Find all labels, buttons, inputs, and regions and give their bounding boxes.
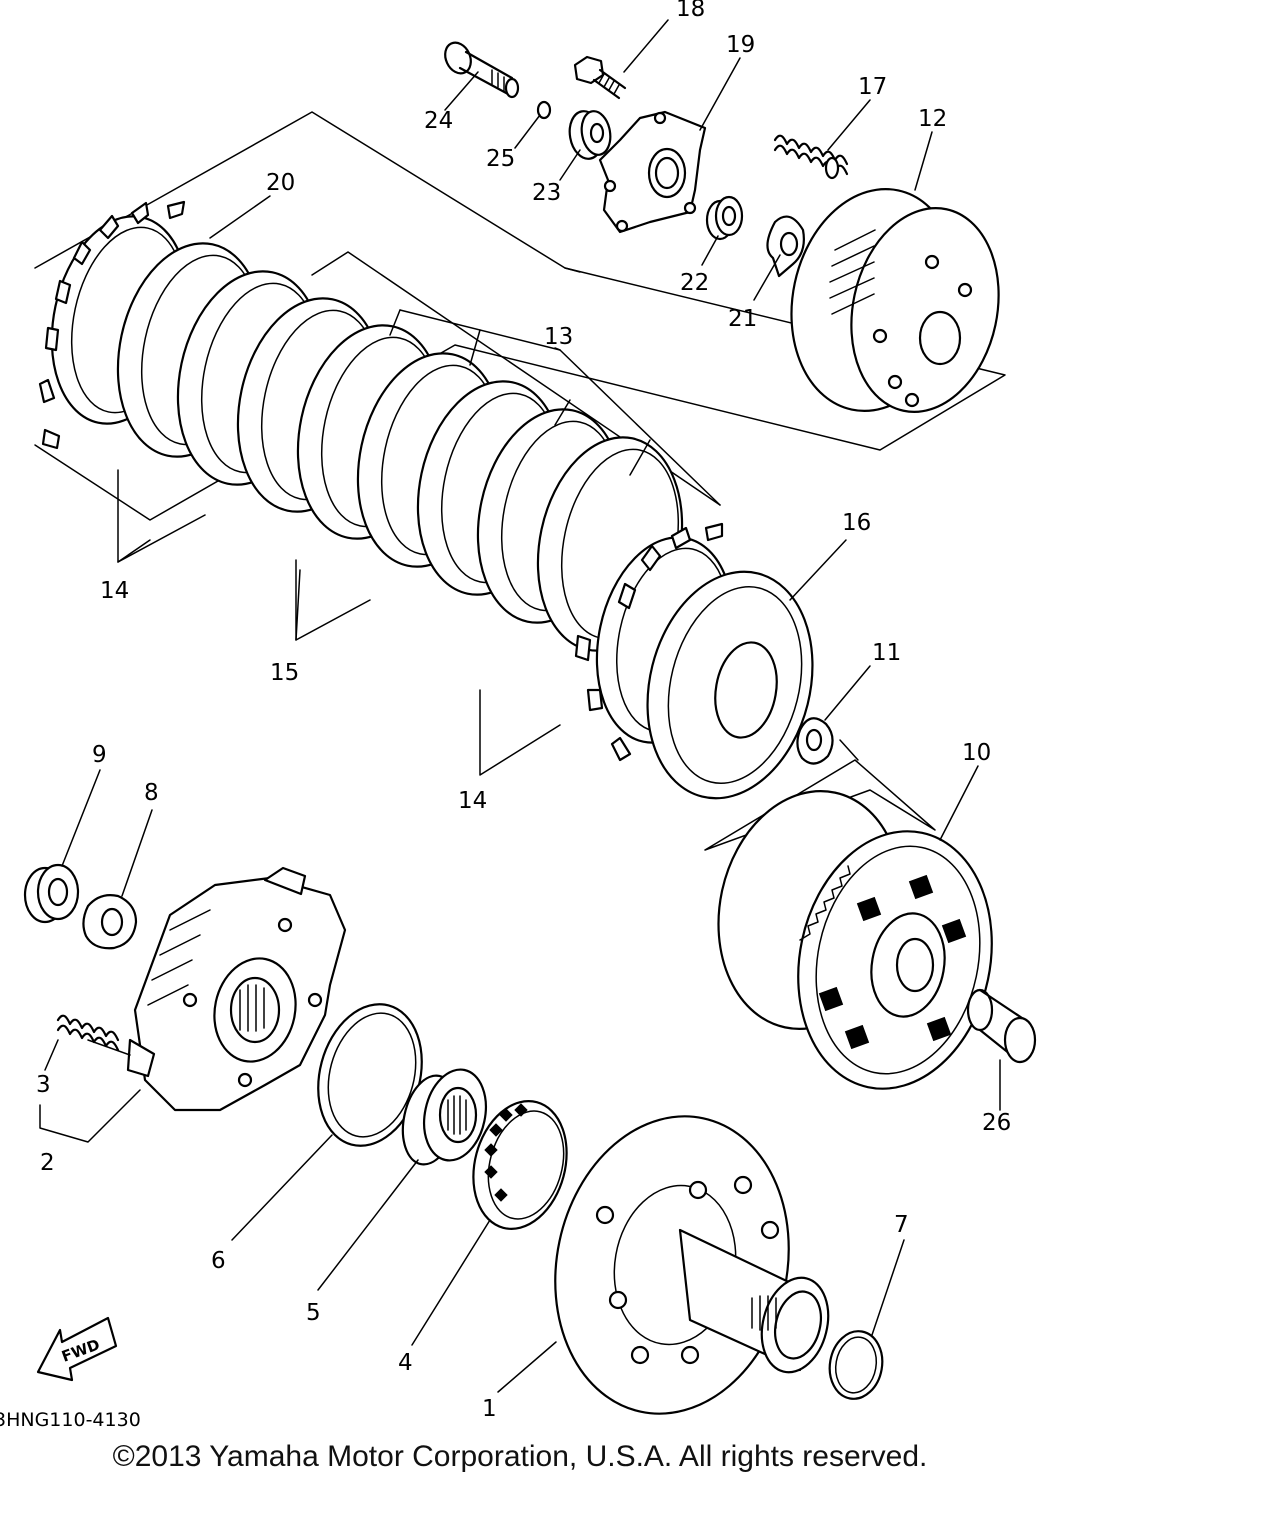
part-7-washer — [828, 1330, 884, 1400]
part-6-ring — [317, 1003, 423, 1147]
part-code: 3HNG110-4130 — [0, 1409, 141, 1431]
callout-14b: 14 — [458, 788, 487, 814]
callout-7: 7 — [894, 1212, 909, 1238]
part-11-circlip — [796, 717, 834, 765]
callout-9: 9 — [92, 742, 107, 768]
callout-25: 25 — [486, 146, 515, 172]
group-outline-13 — [311, 251, 721, 506]
part-19-plate — [598, 110, 707, 234]
callout-1: 1 — [482, 1396, 497, 1422]
callout-18: 18 — [676, 0, 705, 22]
part-2-centrifugal-clutch — [126, 866, 347, 1112]
callout-10: 10 — [962, 740, 991, 766]
callout-20: 20 — [266, 170, 295, 196]
part-24-bolt — [444, 41, 520, 99]
clutch-plate-stack — [38, 200, 735, 762]
callout-17: 17 — [858, 74, 887, 100]
part-9-nut — [23, 863, 80, 924]
callout-21: 21 — [728, 306, 757, 332]
part-23-bearing — [568, 110, 612, 160]
part-8-washer — [82, 894, 138, 950]
callout-6: 6 — [211, 1248, 226, 1274]
callout-15: 15 — [270, 660, 299, 686]
callout-3: 3 — [36, 1072, 51, 1098]
part-3-spring — [56, 1014, 120, 1052]
copyright-notice: ©2013 Yamaha Motor Corporation, U.S.A. A… — [112, 1440, 928, 1473]
callout-22: 22 — [680, 270, 709, 296]
callout-4: 4 — [398, 1350, 413, 1376]
fwd-arrow-icon: FWD — [36, 1316, 118, 1382]
part-16-pressure-disc — [646, 570, 814, 800]
callout-24: 24 — [424, 108, 453, 134]
part-26-collar — [966, 988, 1037, 1064]
group-outline-12 — [34, 111, 1006, 521]
callout-19: 19 — [726, 32, 755, 58]
part-22-nut — [705, 195, 744, 241]
callout-16: 16 — [842, 510, 871, 536]
part-17-spring — [773, 134, 849, 180]
callout-2: 2 — [40, 1150, 55, 1176]
callout-23: 23 — [532, 180, 561, 206]
part-12-clutch-boss — [790, 188, 1000, 413]
part-10-clutch-housing — [704, 759, 993, 1090]
callout-13: 13 — [544, 324, 573, 350]
part-5-bearing — [401, 1068, 487, 1166]
callout-26: 26 — [982, 1110, 1011, 1136]
part-18-bolt — [573, 55, 627, 100]
callout-11: 11 — [872, 640, 901, 666]
callout-5: 5 — [306, 1300, 321, 1326]
part-1-carrier — [554, 1115, 830, 1415]
callout-labels: 1 2 3 4 5 6 7 8 9 10 11 12 13 14 14 14 1… — [36, 0, 1011, 1422]
part-4-one-way-clutch — [472, 1100, 568, 1230]
callout-12: 12 — [918, 106, 947, 132]
callout-14a: 14 — [100, 578, 129, 604]
callout-8: 8 — [144, 780, 159, 806]
part-25-ring — [536, 100, 552, 120]
leader-lines — [39, 19, 1001, 1393]
